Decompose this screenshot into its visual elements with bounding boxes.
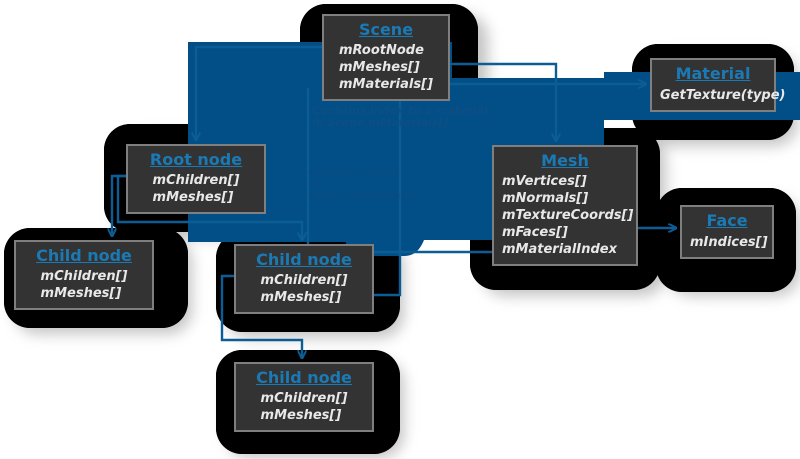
node-child-node-3-fields: mChildren[] mMeshes[] [261,390,348,424]
node-child-node-3-title: Child node [256,368,352,387]
field-mfaces[interactable]: mFaces[] [502,225,568,240]
note-material-index: Contains index to a material in Scene.mM… [312,105,488,129]
node-mesh-fields: mVertices[] mNormals[] mTextureCoords[] … [502,173,633,258]
node-child-node-1-title: Child node [36,246,132,265]
edge-scene-mmeshes [442,62,556,141]
field-mnormals[interactable]: mNormals[] [502,191,589,206]
edge-child2-child3 [220,274,302,358]
field-mmaterials[interactable]: mMaterials[] [338,77,433,92]
field-mrootnode[interactable]: mRootNode [338,43,424,58]
node-child-node-2[interactable]: Child node mChildren[] mMeshes[] [234,244,374,314]
field-gettexture[interactable]: GetTexture(type) [660,88,786,103]
note-material-index-line-1: Contains index to a material [312,104,488,117]
note-mesh-index-line-3: Scene.mMeshes[] [308,189,418,202]
node-material-title: Material [675,64,751,83]
field-root-mmeshes[interactable]: mMeshes[] [152,190,234,205]
node-child-node-1-fields: mChildren[] mMeshes[] [41,268,128,302]
node-face-fields: mIndices[] [690,234,768,251]
node-scene-fields: mRootNode mMeshes[] mMaterials[] [339,42,433,93]
field-child2-mmeshes[interactable]: mMeshes[] [260,290,342,305]
field-mvertices[interactable]: mVertices[] [502,174,587,189]
node-face-title: Face [706,211,748,230]
node-face[interactable]: Face mIndices[] [680,205,774,259]
node-material[interactable]: Material GetTexture(type) [650,58,786,112]
node-mesh[interactable]: Mesh mVertices[] mNormals[] mTextureCoor… [492,145,638,266]
node-root-node-fields: mChildren[] mMeshes[] [153,172,240,206]
node-scene-title: Scene [358,20,414,39]
node-child-node-2-fields: mChildren[] mMeshes[] [261,272,348,306]
field-root-mchildren[interactable]: mChildren[] [152,173,240,188]
field-child3-mchildren[interactable]: mChildren[] [260,391,348,406]
note-mesh-index: Contains index to Scene.mMeshes[] [308,166,418,202]
node-child-node-3[interactable]: Child node mChildren[] mMeshes[] [234,362,374,432]
field-child2-mchildren[interactable]: mChildren[] [260,273,348,288]
edge-scene-rootnode [196,45,332,140]
node-mesh-title: Mesh [541,151,589,170]
field-mtexturecoords[interactable]: mTextureCoords[] [502,208,634,223]
node-scene[interactable]: Scene mRootNode mMeshes[] mMaterials[] [322,14,450,101]
field-child3-mmeshes[interactable]: mMeshes[] [260,408,342,423]
edge-root-child2 [116,174,302,240]
field-mmeshes[interactable]: mMeshes[] [338,60,420,75]
node-root-node[interactable]: Root node mChildren[] mMeshes[] [126,144,266,214]
field-child1-mmeshes[interactable]: mMeshes[] [40,286,122,301]
note-mesh-index-line-1: Contains index [308,165,401,178]
note-mesh-index-line-2: to [308,177,321,190]
node-root-node-title: Root node [149,150,243,169]
note-material-index-line-2: in Scene.mMaterials[] [312,116,449,129]
node-child-node-2-title: Child node [256,250,352,269]
node-material-fields: GetTexture(type) [660,87,786,104]
node-child-node-1[interactable]: Child node mChildren[] mMeshes[] [14,240,154,310]
field-mindices[interactable]: mIndices[] [690,235,768,250]
field-child1-mchildren[interactable]: mChildren[] [40,269,128,284]
field-mmaterialindex[interactable]: mMaterialIndex [502,242,617,257]
